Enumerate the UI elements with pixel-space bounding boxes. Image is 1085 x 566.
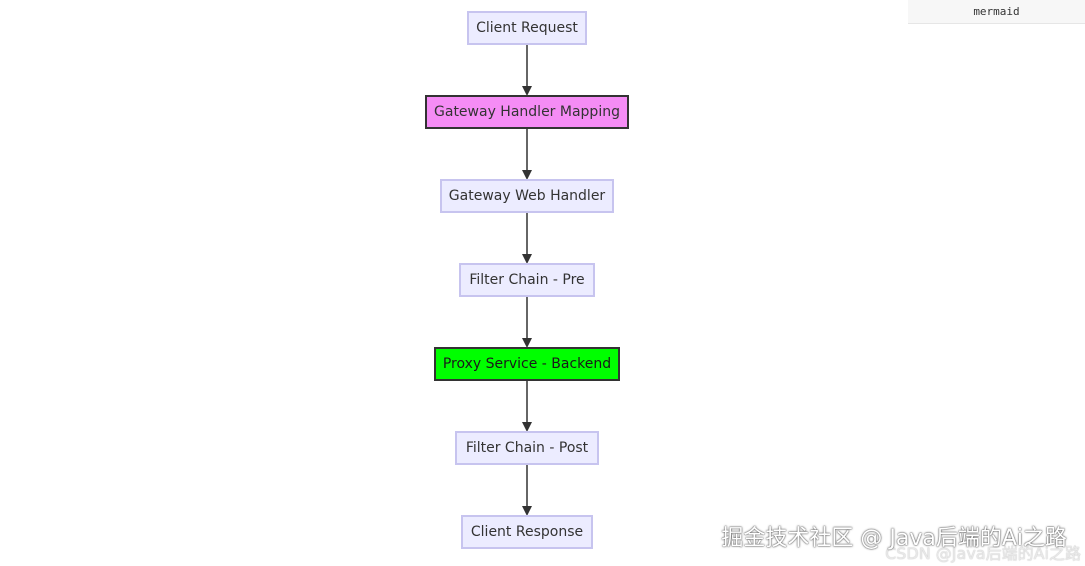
node-filter-chain-pre: Filter Chain - Pre <box>459 263 595 297</box>
watermark-juejin: 掘金技术社区 @ Java后端的Ai之路 <box>721 526 1067 551</box>
node-client-request: Client Request <box>467 11 587 45</box>
node-proxy-service-backend: Proxy Service - Backend <box>434 347 620 381</box>
node-filter-chain-post: Filter Chain - Post <box>455 431 599 465</box>
node-gateway-web-handler: Gateway Web Handler <box>440 179 614 213</box>
node-client-response: Client Response <box>461 515 593 549</box>
watermark-csdn: CSDN @Java后端的Ai之路 <box>885 544 1081 563</box>
mermaid-tag: mermaid <box>908 0 1085 24</box>
node-gateway-handler-mapping: Gateway Handler Mapping <box>425 95 629 129</box>
